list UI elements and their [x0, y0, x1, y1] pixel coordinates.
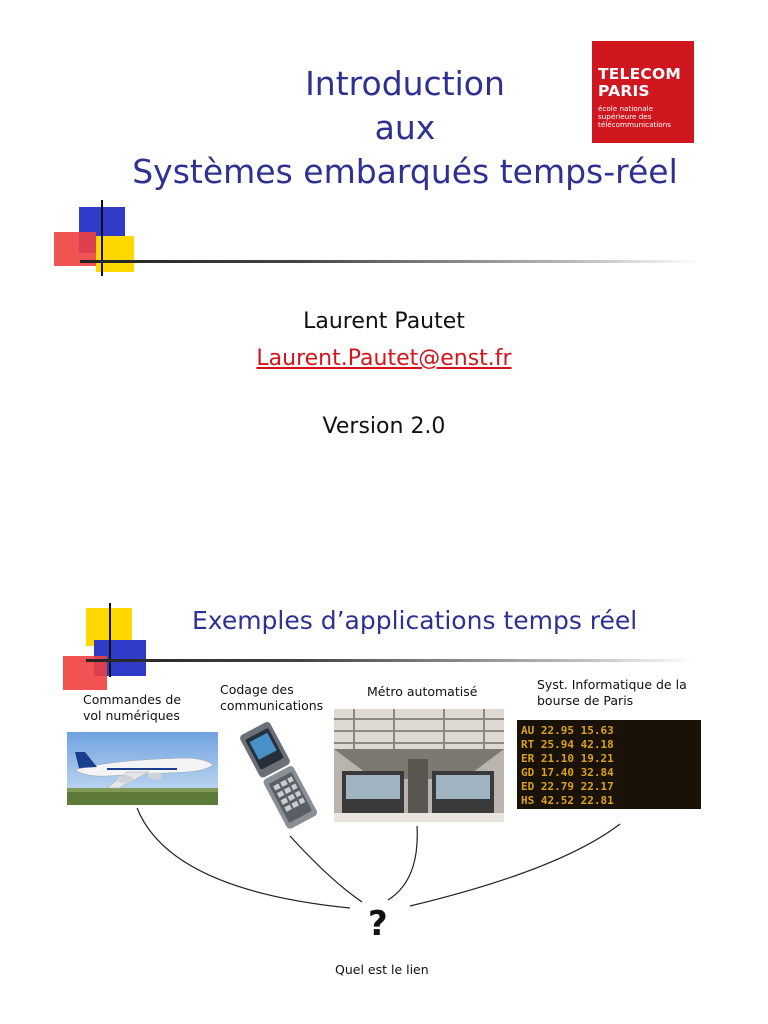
logo-line-5: télécommunications [598, 120, 671, 129]
title-line-2: aux [374, 108, 436, 147]
svg-text:HS 42.52 22.81: HS 42.52 22.81 [521, 794, 614, 807]
label-coding: Codage des communications [220, 682, 324, 713]
logo-line-4: supérieure des [598, 112, 652, 121]
vertical-rule [101, 200, 103, 276]
question-mark: ? [368, 904, 388, 944]
label-stock: Syst. Informatique de la bourse de Paris [537, 677, 687, 708]
connector-lines [136, 807, 621, 909]
label-metro: Métro automatisé [367, 684, 478, 699]
svg-text:GD 17.40 32.84: GD 17.40 32.84 [521, 766, 614, 779]
svg-text:RT 25.94 42.18: RT 25.94 42.18 [521, 738, 614, 751]
author-email-row: Laurent.Pautet@enst.fr [0, 346, 768, 371]
author-name: Laurent Pautet [303, 309, 465, 334]
cellphone-photo [231, 718, 328, 830]
question-caption: Quel est le lien [335, 962, 429, 977]
title-line-1: Introduction [305, 64, 505, 103]
logo-line-2: PARIS [598, 82, 650, 100]
telecom-paris-logo: TELECOM PARIS école nationale supérieure… [592, 41, 694, 143]
airplane-photo [67, 732, 218, 805]
stock-board-photo: AU 22.95 15.63 RT 25.94 42.18 ER 21.10 1… [517, 720, 701, 809]
svg-text:AU 22.95 15.63: AU 22.95 15.63 [521, 724, 614, 737]
metro-photo [334, 709, 504, 822]
logo-line-3: école nationale [598, 104, 654, 113]
label-flight: Commandes de vol numériques [83, 692, 182, 723]
author-email-link[interactable]: Laurent.Pautet@enst.fr [256, 346, 512, 371]
svg-text:ER 21.10 19.21: ER 21.10 19.21 [521, 752, 614, 765]
horizontal-rule [80, 260, 700, 263]
logo-line-1: TELECOM [598, 65, 682, 83]
version-text: Version 2.0 [322, 414, 446, 439]
horizontal-rule [86, 659, 696, 662]
title-line-3: Systèmes embarqués temps-réel [132, 152, 678, 191]
section-title: Exemples d’applications temps réel [192, 606, 638, 635]
svg-text:ED 22.79 22.17: ED 22.79 22.17 [521, 780, 614, 793]
vertical-rule [109, 603, 111, 677]
